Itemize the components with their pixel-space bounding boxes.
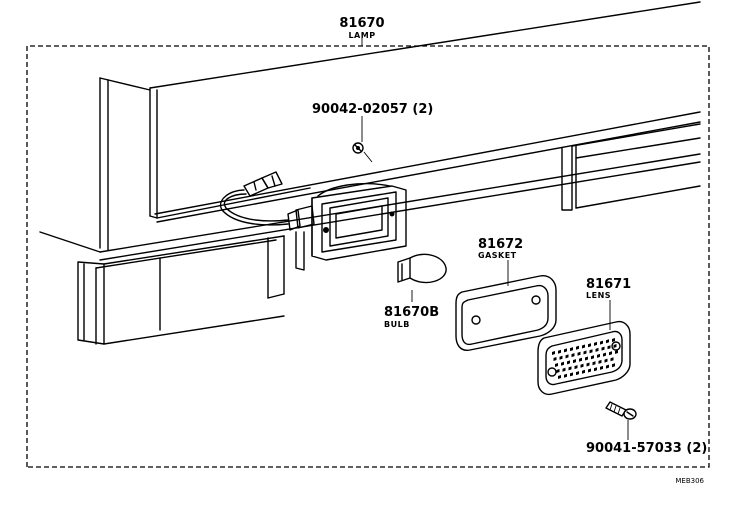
lens-texture-cell (592, 361, 596, 366)
gasket (455, 260, 557, 351)
lens-texture-cell (559, 355, 563, 360)
lens-texture-cell (603, 352, 606, 357)
bulb-part-number: 81670B (384, 305, 439, 320)
lens-texture-cell (574, 365, 578, 370)
lens-texture-cell (571, 353, 575, 358)
lens-texture-cell (589, 349, 593, 354)
lens-texture-cell (594, 367, 597, 372)
lens-texture-cell (598, 359, 602, 364)
lens-texture-cell (586, 362, 590, 367)
assembly-boundary (26, 36, 710, 468)
lens-part-number: 81671 (586, 277, 631, 292)
lens-texture-cell (583, 350, 587, 355)
lens-texture-cell (564, 373, 567, 378)
lens-texture-cell (585, 356, 588, 361)
lens-texture-cell (570, 347, 573, 352)
bulb (397, 253, 447, 302)
gasket-name: GASKET (478, 251, 517, 260)
bulb-name: BULB (384, 320, 410, 329)
assembly-part-number: 81670 (339, 16, 384, 31)
assembly-name: LAMP (348, 31, 375, 40)
lens-texture-cell (570, 372, 573, 377)
lens-texture-cell (576, 371, 579, 376)
labels: 81670 LAMP 90042-02057 (2) 81670B BULB 8… (312, 16, 707, 485)
lens-texture-cell (604, 358, 608, 363)
lens-texture-cell (588, 343, 591, 348)
screw-top (352, 116, 373, 163)
lens-texture-cell (588, 368, 591, 373)
lens-texture-cell (555, 363, 558, 367)
lens-texture-cell (553, 357, 557, 361)
lens-texture-cell (612, 338, 615, 342)
lens-texture-cell (556, 369, 560, 373)
lens-texture-cell (597, 353, 600, 358)
lens-texture-cell (573, 359, 576, 364)
lens-texture-cell (579, 357, 582, 362)
lens-texture-cell (606, 339, 609, 344)
lens (537, 300, 631, 396)
lens-texture-cell (591, 355, 594, 360)
lens-texture-cell (615, 350, 618, 354)
lamp-housing (219, 171, 407, 261)
lens-texture-cell (600, 365, 603, 370)
lens-texture-cell (562, 367, 566, 372)
lens-texture-cell (612, 363, 615, 368)
lens-texture-cell (606, 364, 609, 369)
lens-texture-cell (609, 351, 612, 356)
lens-texture-cell (564, 348, 567, 353)
lens-texture-cell (561, 361, 564, 366)
lens-texture-cell (580, 363, 584, 368)
lens-texture-cell (595, 347, 599, 352)
drawing-code: MEB306 (675, 477, 704, 485)
lens-texture-cell (600, 340, 603, 345)
lens-texture-cell (582, 344, 585, 349)
gasket-part-number: 81672 (478, 237, 523, 252)
lens-texture-cell (607, 345, 611, 350)
lens-texture-cell (577, 351, 581, 356)
lens-texture-cell (568, 366, 572, 371)
lens-texture-cell (613, 344, 617, 348)
lens-texture-cell (558, 349, 561, 354)
lens-name: LENS (586, 291, 611, 300)
lens-texture-cell (567, 360, 570, 365)
vehicle-body (39, 1, 701, 345)
screw-bottom-part-number: 90041-57033 (2) (586, 441, 707, 456)
lens-texture-cell (594, 341, 597, 346)
lens-texture-cell (610, 357, 614, 362)
lens-texture-cell (576, 345, 579, 350)
screw-bottom (605, 401, 637, 440)
lens-texture-cell (552, 351, 555, 355)
screw-top-part-number: 90042-02057 (2) (312, 102, 433, 117)
lens-texture-cell (601, 346, 605, 351)
lens-texture-cell (565, 354, 569, 359)
lens-texture-cell (582, 369, 585, 374)
lens-texture-cell (558, 375, 561, 379)
